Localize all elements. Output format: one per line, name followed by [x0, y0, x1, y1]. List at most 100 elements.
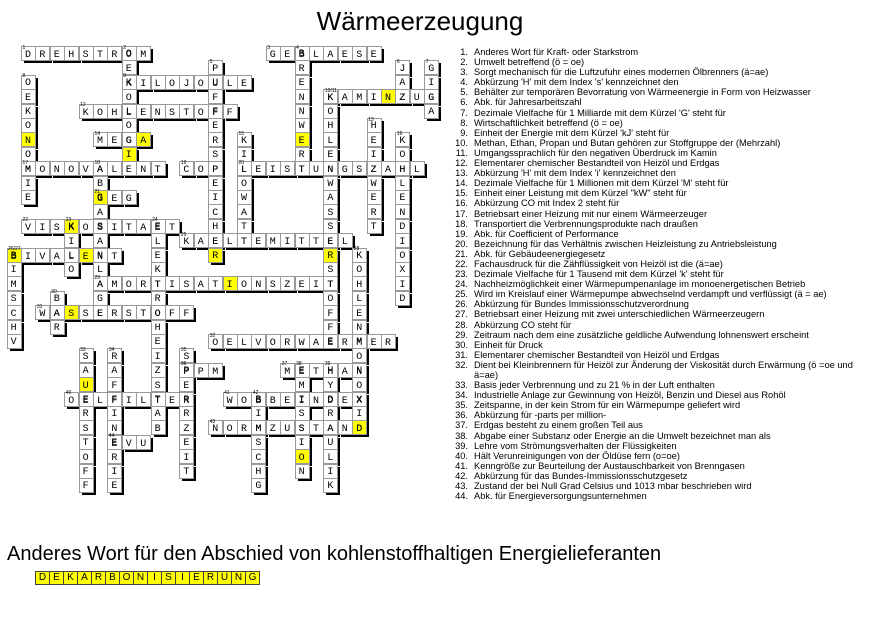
grid-cell[interactable]: [409, 161, 425, 177]
solution-letter-cell[interactable]: [136, 132, 152, 148]
grid-cell[interactable]: [64, 262, 80, 277]
grid-cell[interactable]: [424, 103, 440, 119]
clue-item-number: 39.: [455, 440, 468, 451]
grid-cell[interactable]: [251, 478, 267, 493]
grid-cell[interactable]: [222, 233, 238, 249]
solution-letter-cell[interactable]: [208, 247, 224, 263]
grid-cell[interactable]: [49, 319, 65, 335]
solution-letter-cell[interactable]: [381, 89, 396, 105]
solution-cell[interactable]: R: [91, 571, 106, 585]
grid-cell[interactable]: [337, 362, 353, 378]
grid-cell[interactable]: [366, 218, 382, 234]
solution-cell[interactable]: O: [119, 571, 134, 585]
grid-cell[interactable]: [107, 478, 123, 493]
solution-cell[interactable]: S: [161, 571, 176, 585]
solution-cell[interactable]: N: [231, 571, 246, 585]
grid-cell[interactable]: [136, 434, 152, 450]
grid-cell[interactable]: [309, 334, 324, 349]
clue-item-number: 22.: [455, 258, 468, 269]
clue-number: 20: [238, 159, 245, 166]
grid-cell[interactable]: [395, 290, 411, 306]
grid-cell[interactable]: [309, 161, 324, 177]
grid-cell[interactable]: [208, 362, 224, 378]
grid-cell[interactable]: [78, 218, 94, 234]
grid-cell[interactable]: [381, 161, 396, 177]
grid-cell[interactable]: [280, 420, 296, 436]
solution-cell[interactable]: I: [175, 571, 190, 585]
grid-cell[interactable]: [193, 74, 209, 90]
grid-cell[interactable]: [136, 391, 152, 407]
grid-cell[interactable]: [337, 420, 353, 436]
grid-cell[interactable]: [280, 161, 296, 177]
grid-cell[interactable]: [309, 276, 324, 292]
grid-cell[interactable]: [309, 233, 324, 249]
grid-cell[interactable]: [337, 233, 353, 249]
clue-item-text: Fachausdruck für die Zähflüssigkeit von …: [474, 258, 723, 269]
solution-cell[interactable]: G: [245, 571, 260, 585]
solution-cell[interactable]: R: [203, 571, 218, 585]
grid-cell[interactable]: [179, 305, 195, 321]
grid-cell[interactable]: [179, 463, 195, 479]
grid-cell[interactable]: [409, 89, 425, 105]
clue-item: 10.Methan, Ethan, Propan und Butan gehör…: [448, 138, 868, 148]
solution-cell[interactable]: B: [105, 571, 120, 585]
grid-cell[interactable]: [337, 391, 353, 407]
grid-cell[interactable]: [107, 103, 123, 119]
grid-cell[interactable]: [6, 334, 22, 349]
grid-cell[interactable]: [237, 74, 252, 90]
clue-item-text: Abkürzung CO mit Index 2 steht für: [474, 198, 620, 209]
clue-item: 29.Zeitraum nach dem eine zusätzliche ge…: [448, 330, 868, 340]
grid-cell[interactable]: [165, 218, 180, 234]
clue-item-text: Behälter zur temporären Bevorratung von …: [474, 87, 811, 98]
grid-cell[interactable]: [309, 420, 324, 436]
grid-cell[interactable]: [150, 161, 166, 177]
grid-cell[interactable]: [136, 305, 152, 321]
grid-cell[interactable]: [337, 334, 353, 349]
answer-across: COP: [183, 165, 227, 177]
grid-cell[interactable]: [237, 420, 252, 436]
clue-item-text: Sorgt mechanisch für die Luftzufuhr eine…: [474, 67, 769, 78]
grid-cell[interactable]: [78, 305, 94, 321]
grid-cell[interactable]: [165, 391, 180, 407]
grid-cell[interactable]: [136, 46, 152, 61]
clue-item: 14.Dezimale Vielfache für 1 Millionen mi…: [448, 178, 868, 188]
grid-cell[interactable]: [366, 46, 382, 61]
solution-cell[interactable]: D: [35, 571, 50, 585]
solution-cell[interactable]: N: [133, 571, 148, 585]
solution-cell[interactable]: E: [189, 571, 204, 585]
clue-item-number: 31.: [455, 349, 468, 360]
grid-cell[interactable]: [323, 478, 339, 493]
grid-cell[interactable]: [21, 190, 36, 205]
grid-cell[interactable]: [35, 305, 51, 321]
solution-cell[interactable]: K: [63, 571, 78, 585]
grid-cell[interactable]: [136, 276, 152, 292]
grid-cell[interactable]: [78, 478, 94, 493]
grid-cell[interactable]: [49, 247, 65, 263]
grid-cell[interactable]: [193, 161, 209, 177]
grid-cell[interactable]: [121, 190, 137, 205]
grid-cell[interactable]: [280, 391, 296, 407]
answer-across: MONOVALENT: [25, 165, 170, 177]
grid-cell[interactable]: [193, 233, 209, 249]
grid-cell[interactable]: [64, 391, 80, 407]
clue-item-text: Erdgas besteht zu einem großen Teil aus: [474, 420, 643, 431]
grid-cell[interactable]: [150, 420, 166, 436]
solution-cell[interactable]: U: [217, 571, 232, 585]
grid-cell[interactable]: [222, 103, 238, 119]
clue-item: 36.Abkürzung für -parts per million-: [448, 410, 868, 420]
grid-cell[interactable]: [381, 334, 396, 349]
solution-cell[interactable]: A: [77, 571, 92, 585]
grid-cell[interactable]: [193, 103, 209, 119]
clue-item-number: 32.: [455, 359, 468, 370]
grid-cell[interactable]: [352, 161, 368, 177]
grid-cell[interactable]: [309, 391, 324, 407]
solution-letter-cell[interactable]: [78, 247, 94, 263]
clue-item-number: 5.: [460, 87, 468, 98]
grid-cell[interactable]: [294, 463, 310, 479]
grid-cell[interactable]: [93, 391, 108, 407]
solution-cell[interactable]: I: [147, 571, 162, 585]
clue-item-number: 33.: [455, 380, 468, 391]
solution-cell[interactable]: E: [49, 571, 64, 585]
grid-cell[interactable]: [107, 247, 123, 263]
grid-cell[interactable]: [107, 132, 123, 148]
